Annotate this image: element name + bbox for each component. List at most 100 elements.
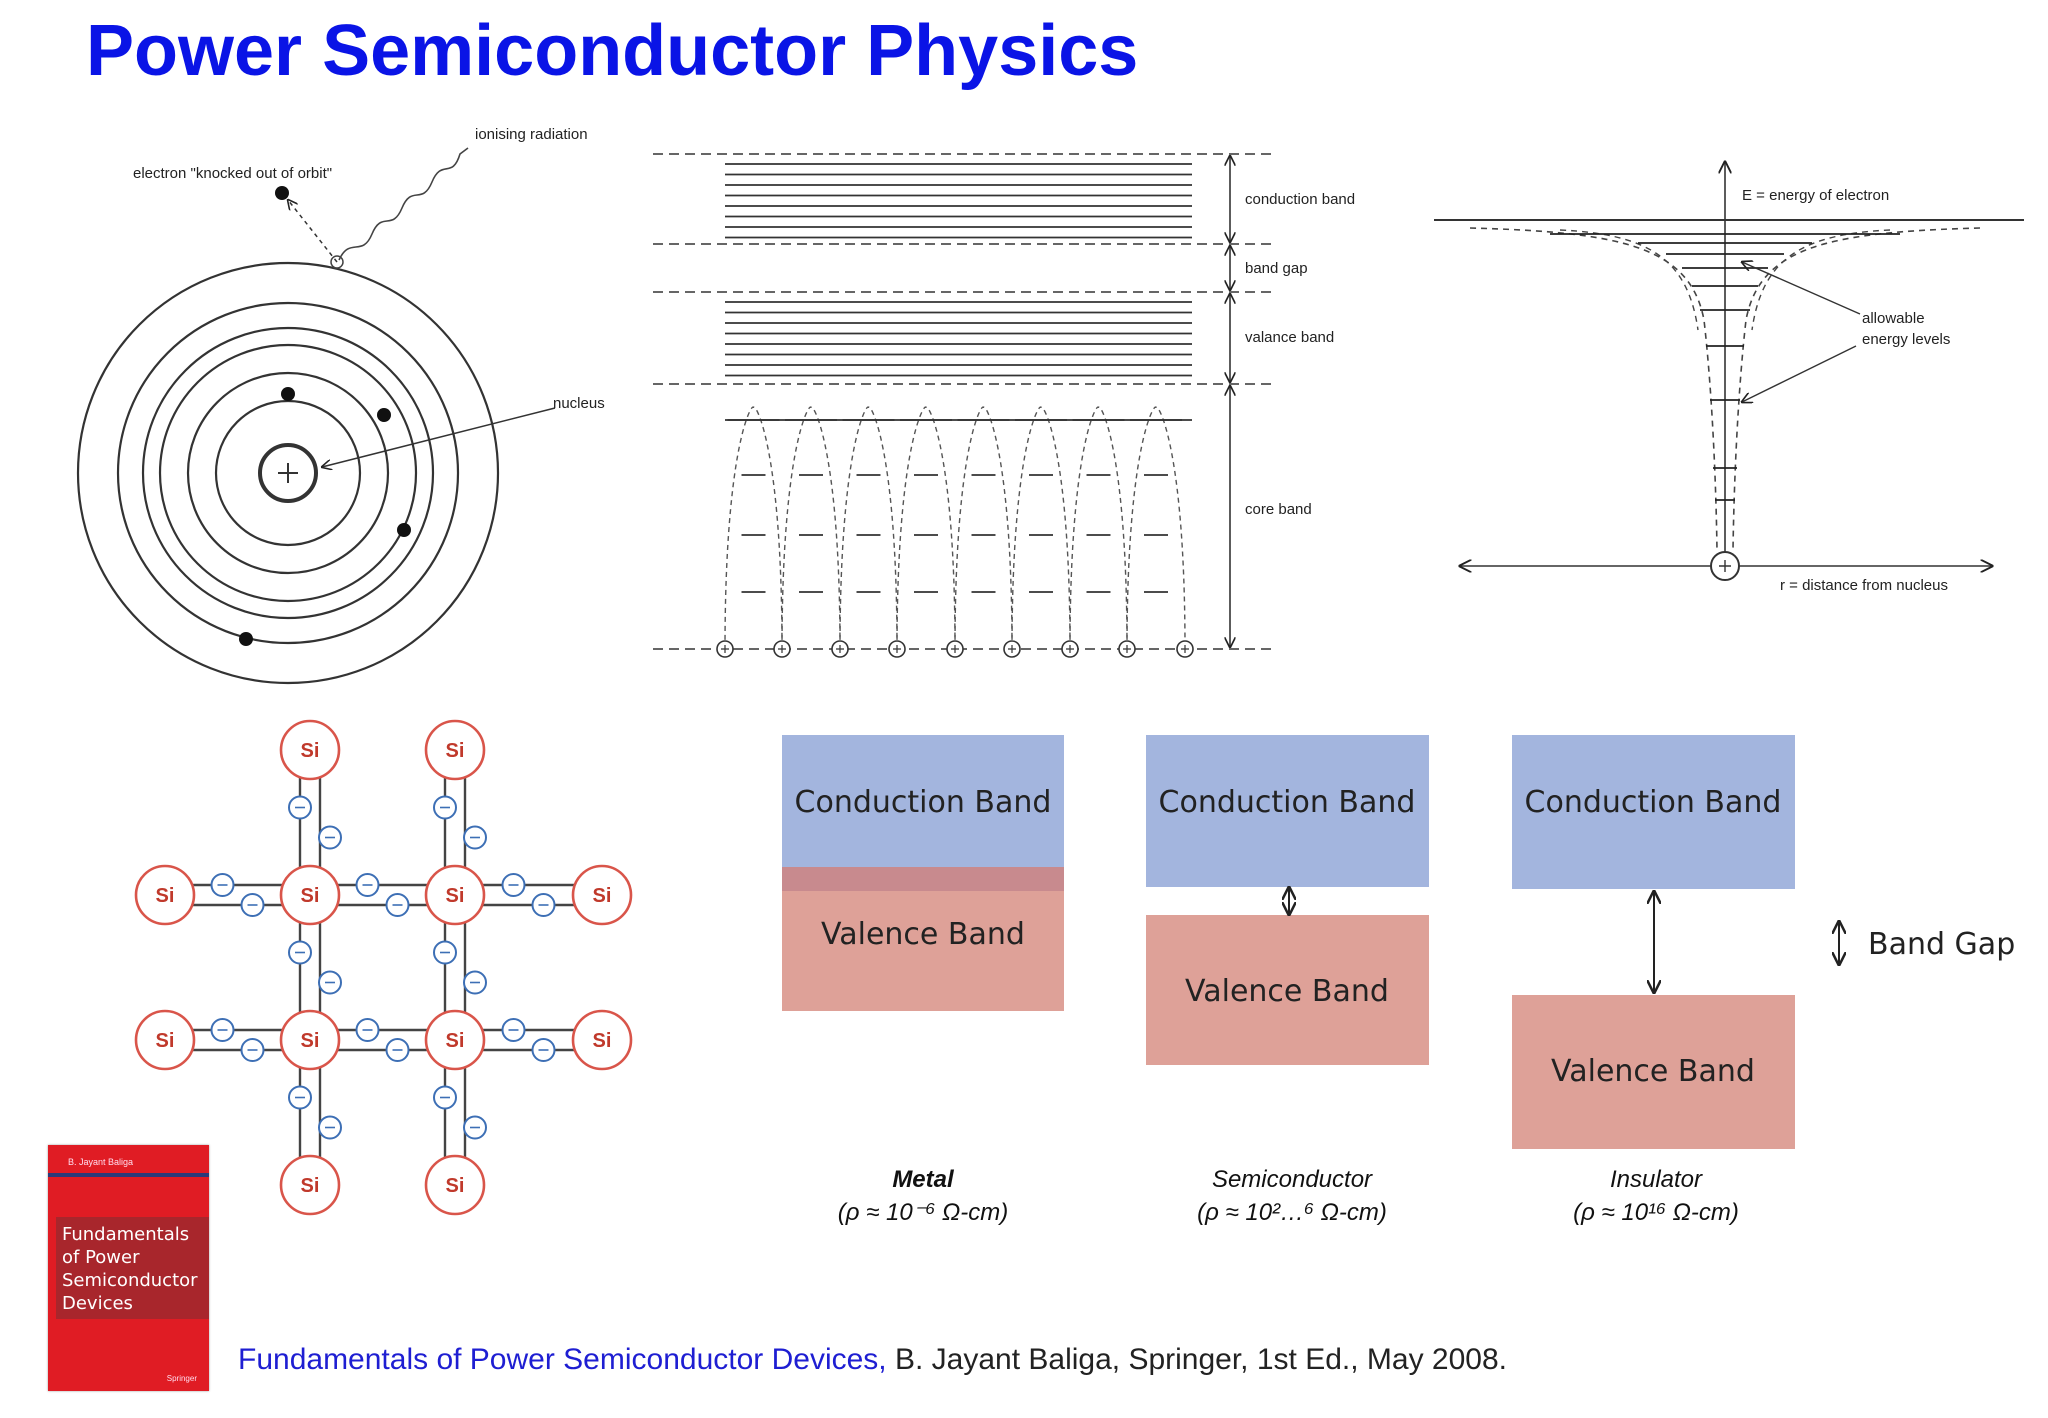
si-atom: Si	[134, 1009, 196, 1071]
bond-electron	[501, 1018, 526, 1042]
si-label: Si	[301, 885, 320, 907]
bond-electron	[288, 1085, 312, 1110]
semi-valence-band	[1146, 915, 1429, 1065]
well-nucleus	[1710, 551, 1740, 581]
si-atom: Si	[571, 1009, 633, 1071]
metal-conduction-band	[782, 735, 1064, 891]
distance-label: r = distance from nucleus	[1780, 577, 1948, 594]
si-label: Si	[301, 1175, 320, 1197]
si-label: Si	[593, 1030, 612, 1052]
reference-citation: Fundamentals of Power Semiconductor Devi…	[238, 1343, 1507, 1377]
ins-valence-band	[1512, 995, 1795, 1149]
ins-rho: (ρ ≈ 10¹⁶ Ω-cm)	[1573, 1199, 1739, 1226]
semi-name: Semiconductor	[1212, 1166, 1373, 1193]
core-well-curve	[781, 406, 841, 650]
core-nucleus	[1176, 640, 1194, 658]
metal-valence-label: Valence Band	[821, 917, 1025, 952]
reference-title: Fundamentals of Power Semiconductor Devi…	[238, 1343, 887, 1376]
si-atom: Si	[279, 864, 341, 926]
electron-label: electron "knocked out of orbit"	[133, 165, 332, 182]
well-inner-curve	[1559, 229, 1891, 331]
energy-bands-diagram: conduction band band gap valance band co…	[653, 153, 1355, 658]
electron-path-arrow	[288, 200, 338, 263]
potential-well-diagram: E = energy of electron allowable energy …	[1434, 150, 2024, 594]
book-stripe	[48, 1173, 209, 1177]
ins-name: Insulator	[1610, 1166, 1703, 1193]
bond-electron	[288, 795, 312, 820]
orbit-5	[116, 301, 460, 645]
si-label: Si	[156, 1030, 175, 1052]
core-nucleus	[1061, 640, 1079, 658]
nucleus-label: nucleus	[553, 395, 605, 412]
core-well-curve	[839, 406, 898, 650]
bond-electron	[240, 893, 265, 917]
metal-rho: (ρ ≈ 10⁻⁶ Ω-cm)	[838, 1199, 1008, 1226]
core-well-curve	[896, 406, 956, 650]
si-label: Si	[446, 740, 465, 762]
ins-conduction-label: Conduction Band	[1525, 785, 1782, 820]
atom-diagram: ionising radiation electron "knocked out…	[76, 126, 605, 685]
orbit-3	[158, 343, 418, 603]
ins-conduction-band	[1512, 735, 1795, 889]
nucleus-pointer	[322, 407, 556, 467]
bond-electron	[385, 893, 410, 917]
semi-conduction-band	[1146, 735, 1429, 887]
core-well-curve	[1069, 406, 1128, 650]
band-comparison-diagram: Conduction Band Valence Band Conduction …	[782, 735, 2015, 1226]
orbit-4	[141, 326, 435, 620]
si-label: Si	[156, 885, 175, 907]
energy-label: E = energy of electron	[1742, 187, 1889, 204]
core-nucleus	[773, 640, 791, 658]
nucleus	[258, 443, 318, 503]
bond-electron	[463, 1115, 487, 1140]
radiation-wave	[338, 147, 469, 261]
si-label: Si	[593, 885, 612, 907]
bond-electron	[463, 970, 487, 995]
si-label: Si	[446, 1030, 465, 1052]
bond-electron	[355, 873, 380, 897]
well-outer-curve	[1469, 227, 1981, 551]
si-label: Si	[301, 740, 320, 762]
valance-band-label: valance band	[1245, 329, 1334, 346]
bond-electron	[210, 1018, 235, 1042]
bond-electron	[501, 873, 526, 897]
si-atom: Si	[279, 1009, 341, 1071]
band-gap-legend-label: Band Gap	[1868, 927, 2015, 962]
bond-electron	[210, 873, 235, 897]
bond-electron	[433, 940, 457, 965]
levels-pointer-1	[1742, 262, 1861, 315]
core-band-label: core band	[1245, 501, 1312, 518]
bond-electron	[433, 1085, 457, 1110]
bond-electron	[355, 1018, 380, 1042]
si-atom: Si	[424, 719, 486, 781]
bond-electron	[531, 1038, 556, 1062]
core-well-curve	[724, 406, 783, 650]
semi-rho: (ρ ≈ 10²…⁶ Ω-cm)	[1197, 1199, 1387, 1226]
bond-electron	[433, 795, 457, 820]
si-atom: Si	[424, 1154, 486, 1216]
lattice-electrons	[210, 795, 556, 1140]
si-label: Si	[301, 1030, 320, 1052]
si-atom: Si	[279, 1154, 341, 1216]
core-well-curve	[1126, 406, 1186, 650]
core-wells	[716, 406, 1194, 658]
metal-conduction-label: Conduction Band	[795, 785, 1052, 820]
ins-valence-label: Valence Band	[1551, 1054, 1755, 1089]
conduction-lines	[725, 163, 1192, 239]
si-label: Si	[446, 885, 465, 907]
si-atom: Si	[424, 1009, 486, 1071]
core-well-curve	[1011, 406, 1071, 650]
valance-lines	[725, 301, 1192, 377]
band-gap-label: band gap	[1245, 260, 1308, 277]
core-nucleus	[946, 640, 964, 658]
bond-electron	[318, 825, 342, 850]
metal-band-overlap	[782, 867, 1064, 891]
levels-label-1: allowable	[1862, 310, 1925, 327]
core-well-curve	[954, 406, 1013, 650]
book-title: Fundamentals of Power Semiconductor Devi…	[62, 1224, 198, 1314]
conduction-band-label: conduction band	[1245, 191, 1355, 208]
si-label: Si	[446, 1175, 465, 1197]
bond-electron	[385, 1038, 410, 1062]
